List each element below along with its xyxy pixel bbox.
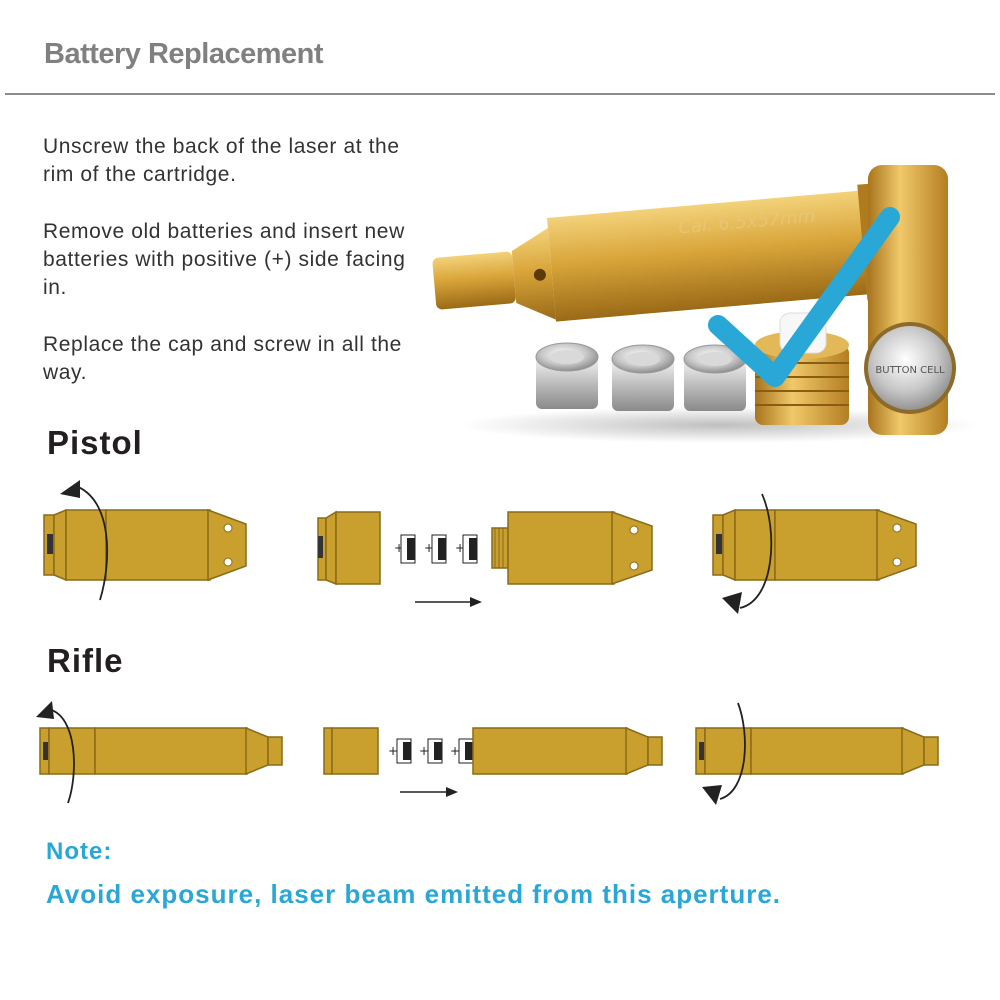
rotate-arrow-icon-4 bbox=[719, 702, 746, 800]
battery-plus-4: + bbox=[388, 744, 398, 758]
rifle-step-replace: + + + bbox=[323, 726, 663, 797]
battery-1 bbox=[535, 342, 599, 409]
rotate-arrow-icon bbox=[75, 485, 109, 601]
pistol-heading: Pistol bbox=[47, 424, 143, 461]
battery-plus-6: + bbox=[450, 744, 460, 758]
rotate-arrow-icon-2 bbox=[739, 493, 773, 609]
pistol-step-screw-in bbox=[712, 493, 917, 614]
upright-cartridge: BUTTON CELL bbox=[864, 165, 956, 435]
cell-text: BUTTON CELL bbox=[875, 365, 945, 376]
product-photo: Cal. 6.5x57mm BUTTON CELL bbox=[432, 165, 980, 443]
rifle-diagram: + + + bbox=[36, 701, 939, 805]
instruction-step-3: Replace the cap and screw in all the way… bbox=[43, 333, 402, 384]
lying-cartridge: Cal. 6.5x57mm bbox=[432, 183, 921, 322]
instruction-step-1: Unscrew the back of the laser at the rim… bbox=[43, 135, 400, 186]
rifle-heading: Rifle bbox=[47, 642, 124, 679]
instructions: Unscrew the back of the laser at the rim… bbox=[43, 133, 433, 416]
battery-plus-3: + bbox=[455, 541, 465, 555]
rifle-step-unscrew bbox=[36, 701, 283, 804]
instruction-step-2: Remove old batteries and insert new batt… bbox=[43, 220, 406, 299]
pistol-step-replace: + + + bbox=[317, 510, 653, 607]
note-label: Note: bbox=[46, 838, 113, 865]
page-title: Battery Replacement bbox=[44, 38, 324, 70]
battery-plus-2: + bbox=[424, 541, 434, 555]
title-divider bbox=[5, 93, 995, 95]
battery-2 bbox=[611, 344, 675, 411]
battery-3 bbox=[683, 344, 747, 411]
checkmark-icon bbox=[708, 207, 900, 387]
battery-plus-5: + bbox=[419, 744, 429, 758]
pistol-diagram: + + + bbox=[43, 480, 917, 614]
rifle-step-screw-in bbox=[695, 702, 939, 805]
battery-plus-1: + bbox=[394, 541, 404, 555]
note-text: Avoid exposure, laser beam emitted from … bbox=[46, 879, 782, 909]
rotate-arrow-icon-3 bbox=[47, 708, 75, 804]
photo-shadow bbox=[460, 407, 980, 443]
pistol-step-unscrew bbox=[43, 480, 247, 601]
